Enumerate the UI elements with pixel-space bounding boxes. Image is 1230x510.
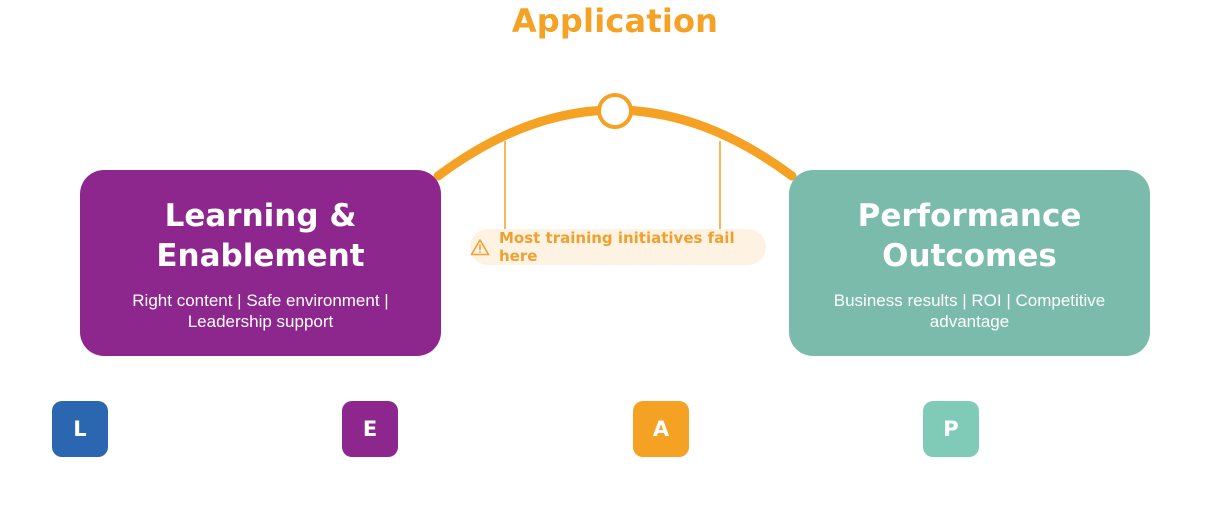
performance-outcomes-box: Performance Outcomes Business results | … xyxy=(789,170,1150,356)
letter-l: L xyxy=(73,417,87,441)
page-title: Application xyxy=(511,2,719,40)
warning-text: Most training initiatives fail here xyxy=(499,229,735,265)
performance-heading-line1: Performance xyxy=(857,198,1082,234)
learning-enablement-heading: Learning & Enablement xyxy=(80,196,441,276)
letter-e: E xyxy=(362,417,378,441)
learning-heading-line1: Learning & xyxy=(164,198,357,234)
bridge-keystone xyxy=(597,93,633,129)
performance-outcomes-heading: Performance Outcomes xyxy=(789,196,1150,276)
letter-a-badge: A xyxy=(633,401,689,457)
letter-p: P xyxy=(943,417,959,441)
warning-triangle-icon xyxy=(470,238,490,256)
performance-outcomes-description: Business results | ROI | Competitive adv… xyxy=(833,291,1106,331)
performance-heading-line2: Outcomes xyxy=(882,238,1057,274)
letter-l-badge: L xyxy=(52,401,108,457)
letter-p-badge: P xyxy=(923,401,979,457)
letter-a: A xyxy=(652,417,670,441)
warning-badge: Most training initiatives fail here xyxy=(470,229,766,265)
letter-e-badge: E xyxy=(342,401,398,457)
learning-enablement-description: Right content | Safe environment | Leade… xyxy=(132,291,389,331)
learning-heading-line2: Enablement xyxy=(156,238,365,274)
learning-enablement-box: Learning & Enablement Right content | Sa… xyxy=(80,170,441,356)
